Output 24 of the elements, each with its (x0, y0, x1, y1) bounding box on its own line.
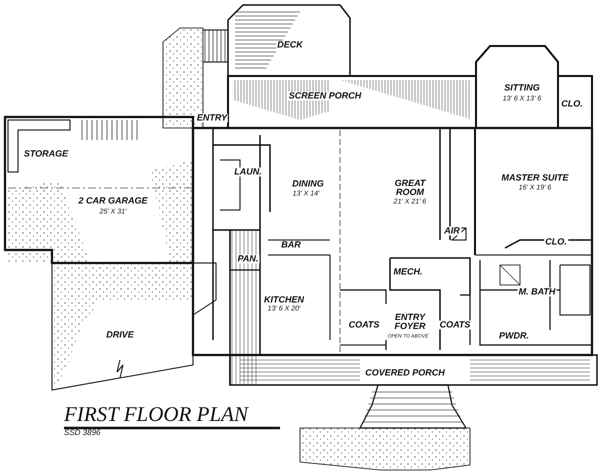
room-label: DECK (276, 40, 304, 50)
room-label: COATS (438, 320, 472, 330)
room-label: 2 CAR GARAGE (78, 196, 148, 206)
room-label: DRIVE (105, 330, 135, 340)
room-label: BAR (280, 240, 302, 250)
room-label: AIR (443, 226, 461, 236)
room-label: STORAGE (22, 150, 70, 158)
room-label: MECH. (392, 268, 424, 276)
room-label: MASTER SUITE (500, 174, 570, 182)
room-label: PWDR. (498, 332, 530, 340)
room-label: KITCHEN (263, 296, 305, 304)
room-label: SCREEN PORCH (288, 92, 362, 100)
room-label: PAN. (236, 254, 260, 264)
room-label: CLO. (544, 238, 568, 246)
plan-number: SSD 3896 (64, 428, 100, 437)
room-label: DINING (291, 180, 325, 188)
room-label: SITTING (503, 84, 541, 92)
room-label: COVERED PORCH (364, 368, 446, 378)
plan-title: FIRST FLOOR PLAN (64, 402, 248, 427)
room-label: COATS (348, 320, 380, 330)
room-label: M. BATH (518, 288, 556, 296)
room-label: LAUN. (233, 168, 263, 176)
room-label: ENTRY (196, 114, 228, 122)
room-label: CLO. (560, 100, 584, 108)
